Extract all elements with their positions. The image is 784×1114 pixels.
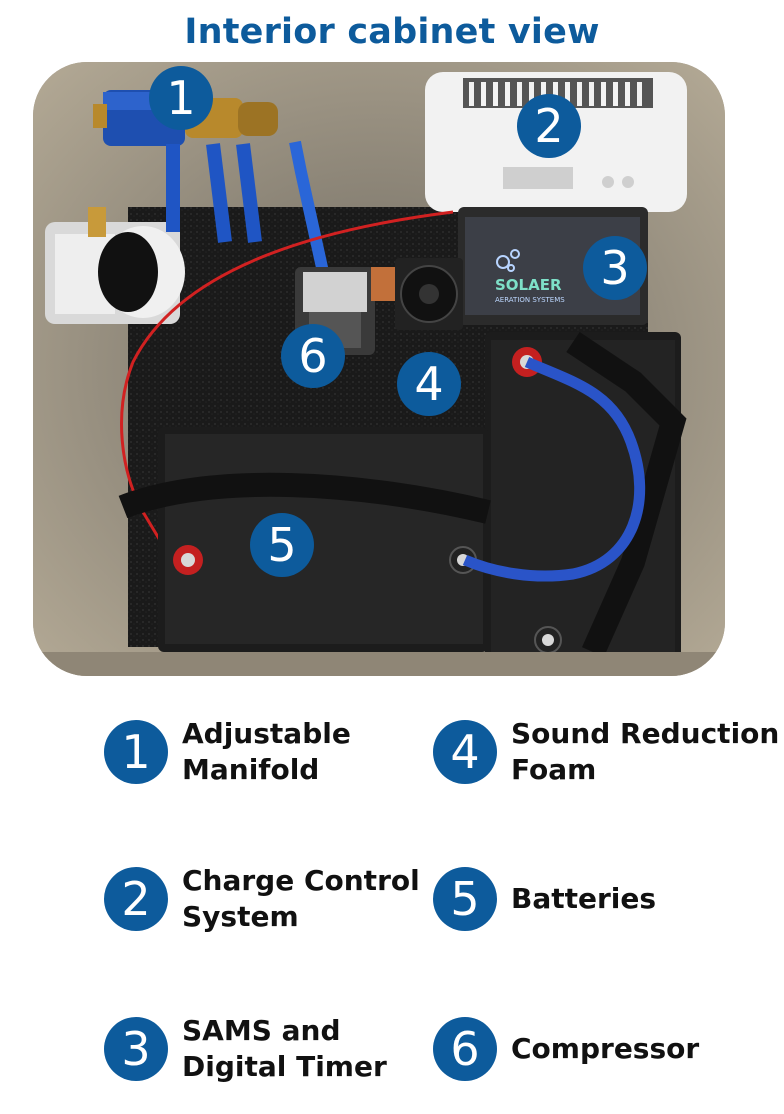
legend-label: Compressor bbox=[511, 1031, 781, 1067]
legend-label: Batteries bbox=[511, 881, 781, 917]
badge-2: 2 bbox=[517, 94, 581, 158]
legend-label-line2: System bbox=[182, 900, 299, 933]
legend-badge: 1 bbox=[104, 720, 168, 784]
cabinet-illustration: SOLAER AERATION SYSTEMS bbox=[33, 62, 725, 676]
badge-5: 5 bbox=[250, 513, 314, 577]
badge-1: 1 bbox=[149, 66, 213, 130]
timer-device bbox=[45, 207, 185, 324]
jumper-cable bbox=[462, 356, 646, 582]
legend-label-line2: Digital Timer bbox=[182, 1050, 387, 1083]
legend-label: SAMS and Digital Timer bbox=[182, 1013, 452, 1085]
badge-3: 3 bbox=[583, 236, 647, 300]
legend-label: Sound Reduction Foam bbox=[511, 716, 781, 788]
legend-label-line1: Compressor bbox=[511, 1032, 700, 1065]
legend-badge: 4 bbox=[433, 720, 497, 784]
badge-4: 4 bbox=[397, 352, 461, 416]
legend-badge: 6 bbox=[433, 1017, 497, 1081]
legend-badge: 3 bbox=[104, 1017, 168, 1081]
red-wire bbox=[120, 210, 454, 543]
legend-badge: 5 bbox=[433, 867, 497, 931]
legend-label: Charge Control System bbox=[182, 863, 452, 935]
legend-label-line1: Batteries bbox=[511, 882, 657, 915]
badge-6: 6 bbox=[281, 324, 345, 388]
legend-label-line1: Sound Reduction bbox=[511, 717, 780, 750]
legend-label-line1: SAMS and bbox=[182, 1014, 341, 1047]
legend-label-line2: Manifold bbox=[182, 753, 320, 786]
page-title: Interior cabinet view bbox=[184, 12, 600, 52]
cabinet-photo: SOLAER AERATION SYSTEMS bbox=[33, 62, 725, 676]
brand-logo-text: SOLAER bbox=[495, 276, 562, 294]
brand-logo-subtext: AERATION SYSTEMS bbox=[495, 296, 565, 304]
legend-badge: 2 bbox=[104, 867, 168, 931]
battery-right bbox=[485, 332, 687, 670]
legend-label-line2: Foam bbox=[511, 753, 597, 786]
cooling-fan bbox=[395, 258, 463, 330]
legend-label-line1: Charge Control bbox=[182, 864, 420, 897]
legend-label-line1: Adjustable bbox=[182, 717, 351, 750]
legend-label: Adjustable Manifold bbox=[182, 716, 452, 788]
battery-left bbox=[118, 427, 491, 652]
